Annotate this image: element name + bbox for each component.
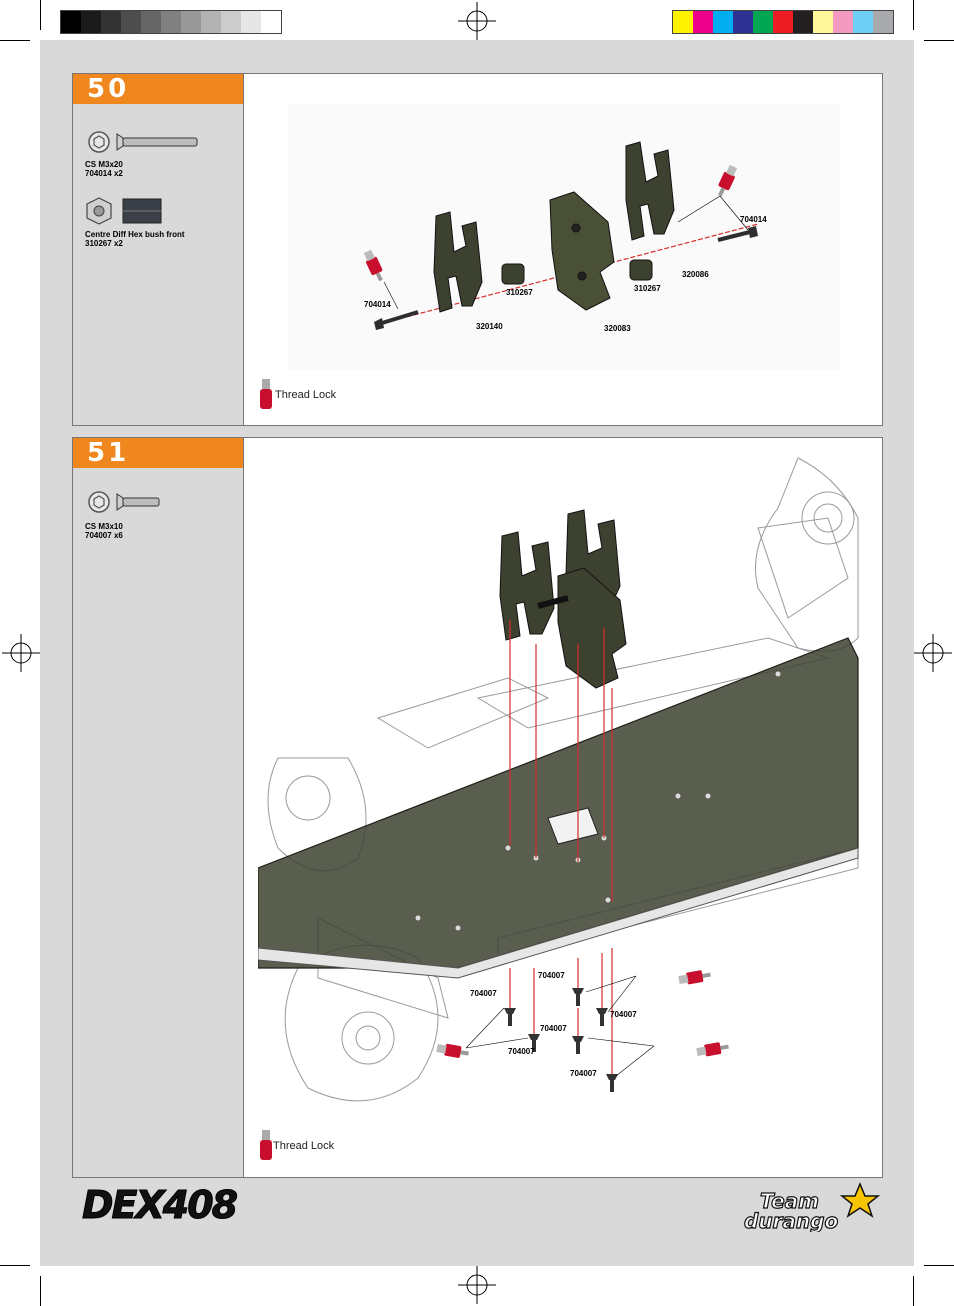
part-label: 704007	[508, 1047, 535, 1056]
grayscale-calibration-bar	[60, 10, 282, 34]
part-label: 704007	[540, 1024, 567, 1033]
crop-mark	[924, 1265, 954, 1266]
part-label: 704014	[740, 215, 767, 224]
chassis-edge	[258, 847, 859, 979]
step-51-diagram: 704007 704007 704007 704007 704007 70400…	[243, 438, 882, 1177]
screws-704007	[504, 988, 618, 1092]
team-durango-logo: Team durango	[743, 1182, 881, 1232]
crop-mark	[0, 1265, 30, 1266]
part-qty: x6	[113, 531, 123, 540]
chassis-plate	[258, 637, 859, 969]
thread-lock-bottle-icon	[363, 249, 383, 282]
part-label: 704007	[470, 989, 497, 998]
hex-bushing-icon	[86, 197, 162, 225]
countersunk-screw-icon	[88, 491, 160, 513]
crop-mark	[913, 0, 914, 30]
bulkhead-assembly	[499, 509, 627, 689]
thread-lock-bottle-icon	[260, 379, 272, 409]
part-qty: x2	[113, 239, 123, 248]
part-310267	[501, 263, 525, 285]
step-50-panel: 50 CS M3x20 704014 x2 Centre Diff Hex bu…	[72, 73, 883, 426]
part-320140	[433, 211, 483, 313]
part-entry: Centre Diff Hex bush front 310267 x2	[85, 230, 185, 248]
thread-lock-bottle-icon	[436, 970, 729, 1058]
crop-mark	[924, 40, 954, 41]
step-50-parts-column: 50 CS M3x20 704014 x2 Centre Diff Hex bu…	[73, 74, 243, 425]
part-310267	[629, 259, 653, 281]
thread-lock-legend: Thread Lock	[273, 1140, 335, 1152]
part-code: 704007	[85, 531, 112, 540]
screw-704014-right	[717, 226, 758, 242]
model-logo: DEX408	[81, 1183, 238, 1228]
part-label: 704007	[538, 971, 565, 980]
screw-704014-left	[374, 310, 419, 330]
thread-lock-bottle-icon	[260, 1130, 272, 1160]
part-name: CS M3x20	[85, 160, 123, 169]
part-label: 310267	[634, 284, 661, 293]
part-label: 320083	[604, 324, 631, 333]
part-label: 704014	[364, 300, 391, 309]
part-name: Centre Diff Hex bush front	[85, 230, 185, 239]
part-entry: CS M3x20 704014 x2	[85, 160, 123, 178]
step-50-diagram: 704014 320140 310267 320083 310267 32008…	[243, 74, 882, 425]
part-label: 704007	[570, 1069, 597, 1078]
crop-mark	[913, 1276, 914, 1306]
thread-lock-legend: Thread Lock	[275, 389, 337, 401]
registration-mark-icon	[458, 2, 496, 40]
step-number: 51	[73, 438, 243, 468]
part-qty: x2	[113, 169, 123, 178]
logo-team-text: Team	[760, 1189, 819, 1213]
part-320086	[625, 141, 675, 241]
chassis-assembly-diagram	[258, 457, 859, 1102]
step-51-panel: 51 CS M3x10 704007 x6	[72, 437, 883, 1178]
part-entry: CS M3x10 704007 x6	[85, 522, 123, 540]
crop-mark	[40, 1276, 41, 1306]
step-number: 50	[73, 74, 243, 104]
part-code: 310267	[85, 239, 112, 248]
part-label: 320086	[682, 270, 709, 279]
chassis-slot	[547, 807, 599, 845]
color-calibration-bar	[672, 10, 894, 34]
exploded-assembly-diagram	[288, 104, 840, 370]
part-label: 310267	[506, 288, 533, 297]
registration-mark-icon	[914, 634, 952, 672]
registration-mark-icon	[2, 634, 40, 672]
part-code: 704014	[85, 169, 112, 178]
step-51-parts-column: 51 CS M3x10 704007 x6	[73, 438, 243, 1177]
registration-mark-icon	[458, 1266, 496, 1304]
countersunk-screw-icon	[88, 131, 198, 153]
part-label: 320140	[476, 322, 503, 331]
crop-mark	[0, 40, 30, 41]
crop-mark	[40, 0, 41, 30]
part-label: 704007	[610, 1010, 637, 1019]
logo-durango-text: durango	[744, 1209, 838, 1232]
part-name: CS M3x10	[85, 522, 123, 531]
part-320083	[549, 191, 615, 311]
thread-lock-bottle-icon	[718, 164, 738, 197]
